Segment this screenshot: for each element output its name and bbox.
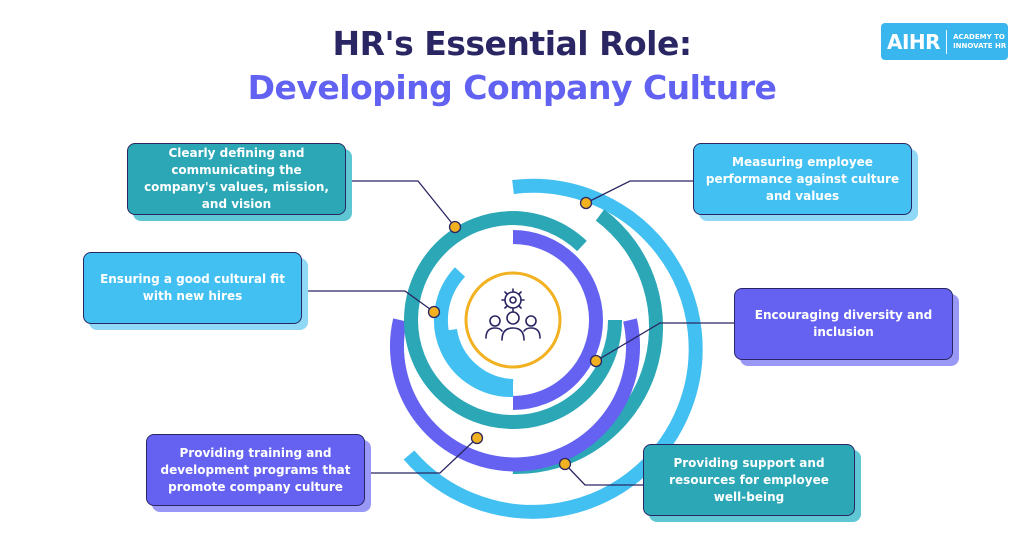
ring-teal-upper <box>512 211 587 252</box>
card-support-wellbeing: Providing support and resources for empl… <box>643 444 861 522</box>
marker-4 <box>589 354 603 368</box>
marker-5 <box>470 431 484 445</box>
marker-1 <box>448 220 462 234</box>
connector-2 <box>585 180 693 204</box>
card-label: Ensuring a good cultural fit with new hi… <box>83 252 302 324</box>
logo-tagline: Academy to Innovate HR <box>953 33 1006 51</box>
card-label: Clearly defining and communicating the c… <box>127 143 346 215</box>
ring-purple-inner <box>512 230 603 410</box>
ring-teal-middle <box>404 211 622 429</box>
logo-tagline-line1: Academy to <box>953 32 1005 41</box>
card-cultural-fit: Ensuring a good cultural fit with new hi… <box>83 252 308 330</box>
card-values-mission-vision: Clearly defining and communicating the c… <box>127 143 352 221</box>
team-gear-icon <box>485 288 541 341</box>
connector-6 <box>564 463 643 486</box>
center-circle <box>464 271 562 369</box>
marker-3 <box>427 305 441 319</box>
marker-6 <box>558 457 572 471</box>
card-training-development: Providing training and development progr… <box>146 434 371 512</box>
page-title: HR's Essential Role: <box>332 24 692 63</box>
card-label: Encouraging diversity and inclusion <box>734 288 953 360</box>
ring-outer-sky <box>403 178 703 519</box>
card-label: Measuring employee performance against c… <box>693 143 912 215</box>
logo-mark: AIHR <box>887 29 941 54</box>
page-subtitle: Developing Company Culture <box>247 68 777 107</box>
connector-5 <box>365 437 478 474</box>
marker-2 <box>579 196 593 210</box>
card-diversity-inclusion: Encouraging diversity and inclusion <box>734 288 959 366</box>
aihr-logo[interactable]: AIHR Academy to Innovate HR <box>881 23 1008 60</box>
card-label: Providing support and resources for empl… <box>643 444 855 516</box>
card-label: Providing training and development progr… <box>146 434 365 506</box>
ring-sky-inner-2 <box>443 328 514 393</box>
connector-4 <box>595 322 734 362</box>
connector-1 <box>346 180 456 228</box>
card-measuring-performance: Measuring employee performance against c… <box>693 143 918 221</box>
logo-divider <box>946 29 948 54</box>
logo-tagline-line2: Innovate HR <box>953 41 1007 50</box>
connector-3 <box>302 290 435 313</box>
ring-purple-large <box>390 318 640 472</box>
